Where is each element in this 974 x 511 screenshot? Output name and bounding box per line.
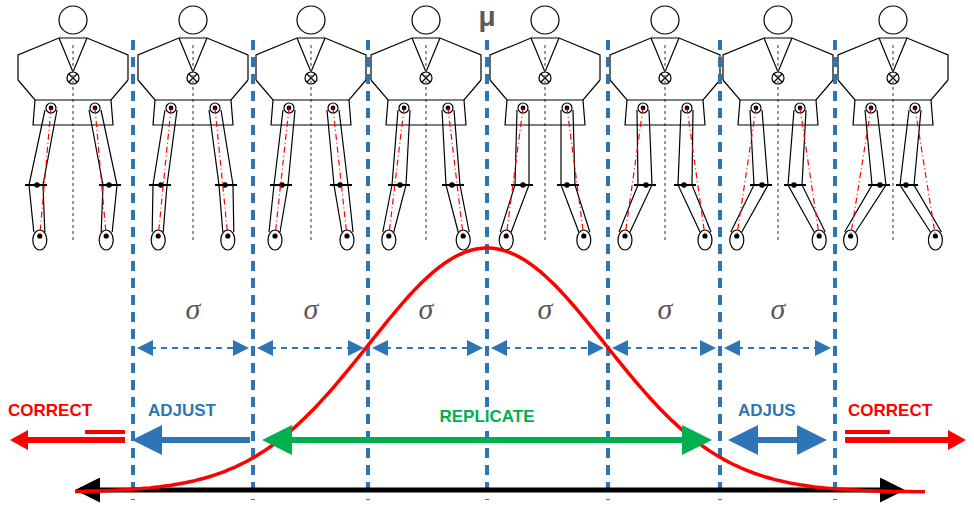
mean-symbol: μ [478,2,495,33]
sigma-label: σ [771,292,786,325]
zone-label: ADJUST [148,402,216,421]
zone-arrows [10,430,966,450]
sigma-width-arrows [139,347,829,349]
axis-arrow [80,488,900,493]
sigma-label: σ [658,292,673,325]
zone-label: ADJUS [738,402,796,421]
zone-label: REPLICATE [436,408,537,427]
sigma-label: σ [419,292,434,325]
sigma-label: σ [538,292,553,325]
sigma-label: σ [186,292,201,325]
sigma-boundaries [133,40,835,500]
sigma-label: σ [304,292,319,325]
zone-label: CORRECT [8,402,92,421]
stick-figures [18,6,948,250]
zone-label: CORRECT [848,402,932,421]
normal-curve [75,248,925,492]
